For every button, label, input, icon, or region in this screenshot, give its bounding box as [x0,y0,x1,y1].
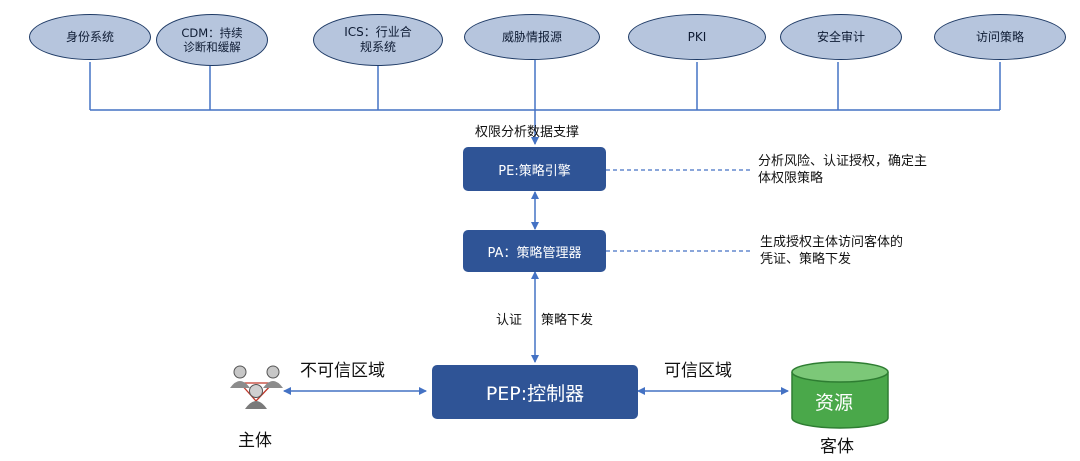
oval-access-policy: 访问策略 [934,14,1066,60]
oval-cdm: CDM：持续诊断和缓解 [156,14,268,66]
pe-policy-engine: PE:策略引擎 [463,147,606,191]
subject-label: 主体 [238,431,272,451]
oval-pki: PKI [628,14,766,60]
users-icon [230,365,283,409]
untrusted-zone-label: 不可信区域 [300,361,385,381]
database-icon [791,361,889,429]
auth-label: 认证 [496,313,523,328]
policy-dispatch-label: 策略下发 [541,313,594,328]
pa-note: 生成授权主体访问客体的凭证、策略下发 [760,235,904,267]
pep-controller: PEP:控制器 [432,365,638,419]
resource-label: 资源 [815,392,854,414]
oval-ics: ICS：行业合规系统 [313,14,443,66]
pe-note: 分析风险、认证授权，确定主体权限策略 [758,154,928,186]
oval-threat-intel: 威胁情报源 [464,14,600,60]
oval-identity-system: 身份系统 [29,14,151,60]
source-bus [89,60,1001,145]
trusted-zone-label: 可信区域 [664,361,732,381]
pa-policy-admin: PA：策略管理器 [463,230,606,272]
object-label: 客体 [820,437,854,457]
support-label: 权限分析数据支撑 [475,125,580,140]
oval-security-audit: 安全审计 [780,14,902,60]
